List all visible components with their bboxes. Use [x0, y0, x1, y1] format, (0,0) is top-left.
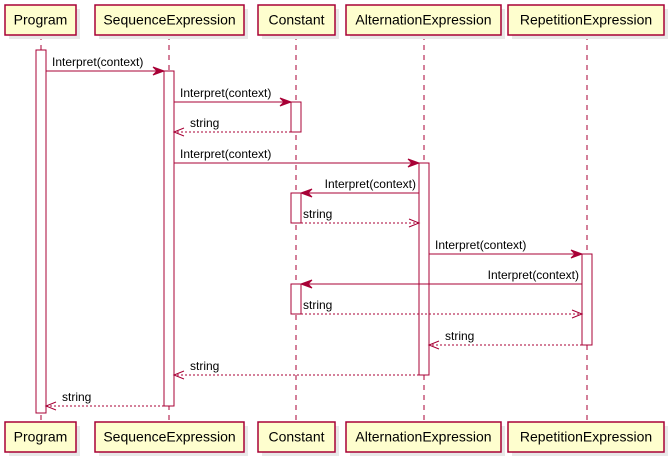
message-return-constant-to-sequence: string [172, 116, 291, 137]
message-label: string [62, 390, 91, 404]
message-return-repetition-to-alternation: string [427, 329, 582, 350]
activation-bar-constant [290, 192, 302, 224]
participant-label: RepetitionExpression [520, 429, 652, 445]
message-return-alternation-to-sequence: string [172, 359, 419, 380]
activation-bar-sequence [163, 70, 175, 407]
participant-label: Constant [268, 12, 324, 28]
message-call-sequence-to-constant: Interpret(context) [174, 86, 293, 107]
participant-label: RepetitionExpression [520, 12, 652, 28]
participant-label: SequenceExpression [103, 12, 235, 28]
participant-sequence-bottom: SequenceExpression [94, 421, 248, 456]
participant-alternation-bottom: AlternationExpression [345, 421, 505, 456]
message-call-alternation-to-constant: Interpret(context) [299, 177, 419, 198]
message-return-constant-to-repetition: string [301, 298, 584, 319]
participant-box [345, 421, 502, 453]
message-label: string [303, 207, 332, 221]
participant-label: Program [14, 12, 68, 28]
participant-label: Constant [268, 429, 324, 445]
arrowhead-icon [299, 188, 313, 198]
participant-repetition-top: RepetitionExpression [507, 4, 668, 39]
participant-box [4, 421, 77, 453]
arrowhead-icon [299, 279, 313, 289]
message-call-program-to-sequence: Interpret(context) [46, 55, 166, 76]
message-label: string [190, 116, 219, 130]
participants: ProgramProgramSequenceExpressionSequence… [4, 4, 668, 456]
participant-constant-top: Constant [257, 4, 339, 39]
message-call-sequence-to-alternation: Interpret(context) [174, 147, 421, 168]
message-label: string [445, 329, 474, 343]
arrowhead-open-icon [172, 370, 185, 380]
message-label: Interpret(context) [180, 86, 271, 100]
participant-box [507, 421, 665, 453]
arrowhead-open-icon [427, 340, 440, 350]
lifelines [40, 35, 588, 422]
participant-sequence-top: SequenceExpression [94, 4, 248, 39]
message-label: Interpret(context) [52, 55, 143, 69]
participant-box [507, 4, 665, 36]
message-call-repetition-to-constant: Interpret(context) [299, 268, 582, 289]
activation-bars [35, 49, 593, 414]
participant-constant-bottom: Constant [257, 421, 339, 456]
message-label: string [190, 359, 219, 373]
participant-label: AlternationExpression [355, 12, 491, 28]
activation-bar-constant [290, 283, 302, 315]
arrowhead-icon [570, 249, 584, 259]
participant-box [4, 4, 77, 36]
arrowhead-icon [152, 66, 166, 76]
activation-bar-program [35, 49, 47, 414]
participant-program-top: Program [4, 4, 80, 39]
messages: Interpret(context) Interpret(context) stri… [44, 55, 584, 411]
arrowhead-open-icon [571, 309, 584, 319]
activation-bar-constant [290, 101, 302, 133]
participant-box [345, 4, 502, 36]
participant-label: SequenceExpression [103, 429, 235, 445]
message-return-sequence-to-program: string [44, 390, 164, 411]
participant-box [94, 421, 245, 453]
participant-alternation-top: AlternationExpression [345, 4, 505, 39]
message-label: Interpret(context) [325, 177, 416, 191]
message-label: Interpret(context) [488, 268, 579, 282]
participant-box [257, 421, 336, 453]
activation-bar-repetition [581, 253, 593, 346]
message-label: Interpret(context) [180, 147, 271, 161]
arrowhead-open-icon [408, 218, 421, 228]
participant-program-bottom: Program [4, 421, 80, 456]
arrowhead-open-icon [44, 401, 57, 411]
arrowhead-icon [279, 97, 293, 107]
activation-bar-alternation [418, 162, 430, 376]
participant-repetition-bottom: RepetitionExpression [507, 421, 668, 456]
participant-box [257, 4, 336, 36]
message-label: Interpret(context) [435, 238, 526, 252]
message-call-alternation-to-repetition: Interpret(context) [429, 238, 584, 259]
message-return-constant-to-alternation: string [301, 207, 421, 228]
message-label: string [303, 298, 332, 312]
participant-box [94, 4, 245, 36]
participant-label: AlternationExpression [355, 429, 491, 445]
arrowhead-open-icon [172, 127, 185, 137]
participant-label: Program [14, 429, 68, 445]
arrowhead-icon [407, 158, 421, 168]
